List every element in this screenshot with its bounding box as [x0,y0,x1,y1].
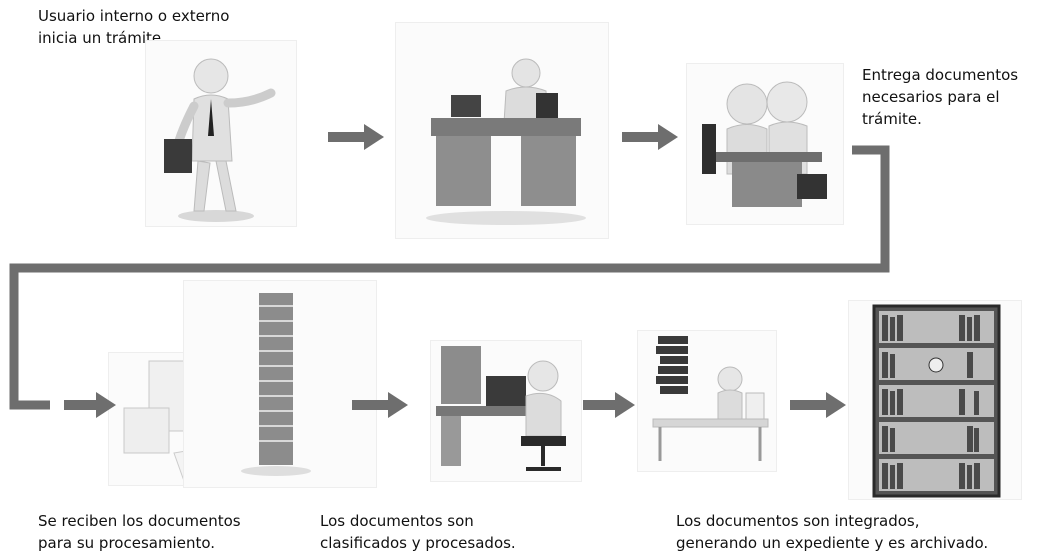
binders-filing-image [637,330,777,472]
computer-workstation-image [430,340,582,482]
arrow-into-step4 [64,392,116,418]
arrow-step6-to-archive [790,392,846,418]
meeting-at-table-image [686,63,844,225]
user-with-briefcase-image [145,40,297,227]
arrow-step1-to-step2 [328,124,384,150]
tall-document-stack-image [183,280,377,488]
arrow-step5-to-step6 [583,392,635,418]
caption-delivers-documents: Entrega documentos necesarios para el tr… [862,66,1019,128]
caption-documents-archived: Los documentos son integrados, generando… [676,512,989,552]
bookshelf-archive-image [848,300,1022,500]
caption-documents-received: Se reciben los documentos para su proces… [38,512,241,552]
arrow-step4-to-step5 [352,392,408,418]
caption-documents-classified: Los documentos son clasificados y proces… [320,512,516,552]
person-at-desk-image [395,22,609,239]
arrow-step2-to-step3 [622,124,678,150]
